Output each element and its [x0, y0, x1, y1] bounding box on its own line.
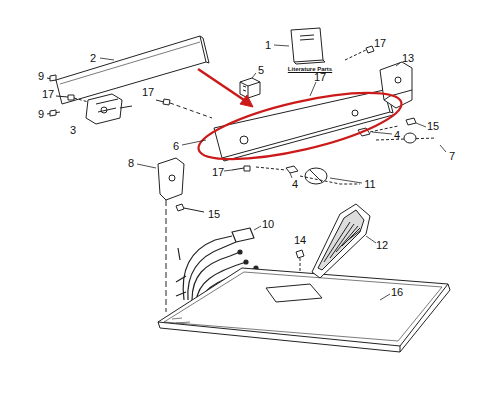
callout-number: 9: [38, 109, 44, 120]
lint-screen: [312, 204, 370, 278]
callout-number: 12: [376, 240, 388, 251]
callout-number: 15: [427, 121, 439, 132]
callout-number: 10: [262, 219, 274, 230]
callout-number: 17: [374, 38, 386, 49]
end-cap: [380, 62, 412, 108]
callout-number: 13: [402, 53, 414, 64]
callout-number: 14: [294, 235, 306, 246]
callout-number: 3: [70, 125, 76, 136]
callout-number: 1: [265, 40, 271, 51]
callout-number: 7: [449, 151, 455, 162]
back-panel: [56, 36, 209, 104]
callout-number: 15: [208, 209, 220, 220]
end-cap: [158, 158, 184, 200]
callout-number: 17: [212, 167, 224, 178]
literature-booklet: [291, 28, 325, 64]
callout-number: 11: [364, 179, 375, 190]
callout-number: 6: [173, 141, 179, 152]
callout-number: 8: [128, 158, 134, 169]
callout-number: 17: [42, 89, 54, 100]
callout-number: 17: [314, 72, 326, 83]
callout-number: 16: [391, 287, 403, 298]
callout-number: 5: [258, 65, 264, 76]
connector-block: [240, 78, 260, 98]
callout-number: 17: [142, 87, 154, 98]
switch: [86, 94, 132, 124]
callout-number: 2: [90, 53, 96, 64]
callout-number: 4: [394, 130, 400, 141]
top-panel: [158, 268, 450, 352]
callout-number: 4: [292, 179, 298, 190]
callout-number: 9: [38, 71, 44, 82]
